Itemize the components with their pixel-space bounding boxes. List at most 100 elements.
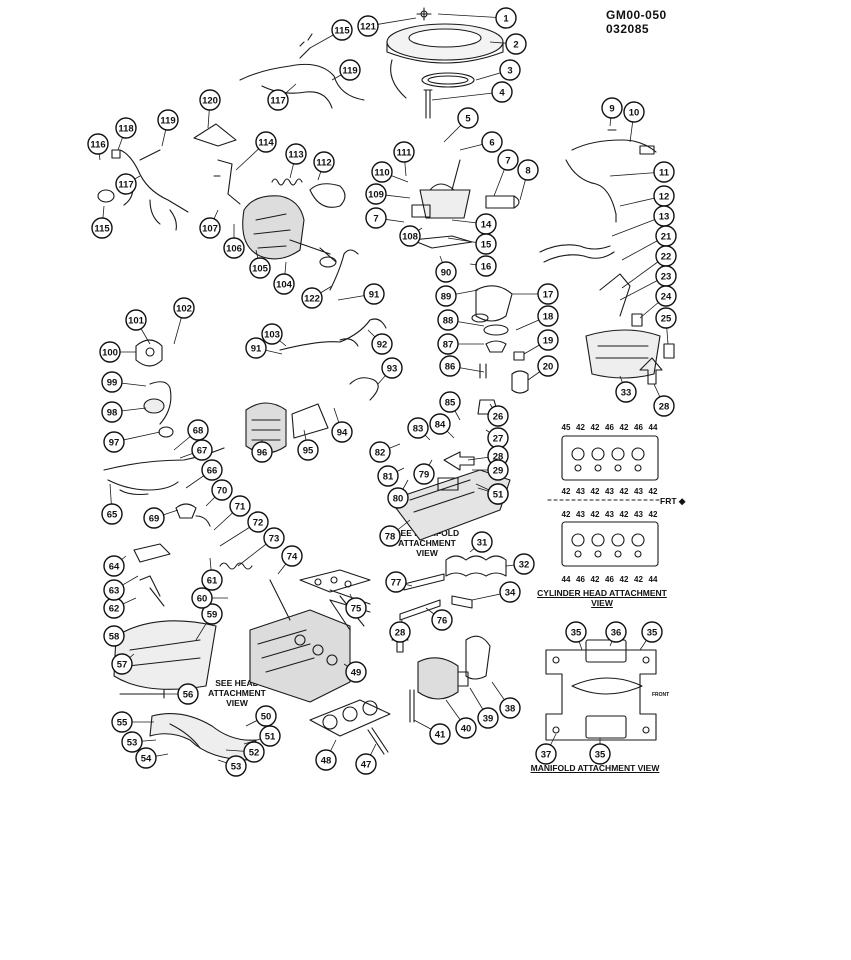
callout-circle [655, 307, 677, 329]
callout-circle [387, 487, 409, 509]
callout-number: 66 [207, 465, 218, 476]
callout-circle [487, 483, 509, 505]
callout-number: 110 [374, 167, 389, 178]
starter-motor [417, 657, 469, 700]
callout-83: 83 [407, 417, 429, 439]
callout-80: 80 [387, 487, 409, 509]
callout-51: 51 [487, 483, 509, 505]
pulley-98 [143, 398, 165, 414]
callout-circle [605, 621, 627, 643]
callout-circle [111, 653, 133, 675]
callout-number: 108 [402, 231, 418, 242]
callout-number: 114 [258, 137, 274, 148]
callout-number: 86 [445, 361, 456, 372]
callout-circle [505, 33, 527, 55]
callout-32: 32 [513, 553, 535, 575]
callout-75: 75 [345, 597, 367, 619]
callout-number: 24 [661, 291, 672, 302]
callout-number: 80 [393, 493, 404, 504]
callout-number: 11 [659, 167, 670, 178]
callout-number: 79 [419, 469, 430, 480]
callout-circle [111, 711, 133, 733]
leader-line [431, 91, 503, 101]
callout-81: 81 [377, 465, 399, 487]
bracket-77 [403, 573, 445, 591]
callout-circle [297, 439, 319, 461]
callout-9: 9 [601, 97, 623, 119]
callout-circle [121, 731, 143, 753]
callout-number: 70 [217, 485, 228, 496]
callout-108: 108 [399, 225, 421, 247]
callout-50: 50 [255, 705, 277, 727]
callout-31: 31 [471, 531, 493, 553]
bracket-114 [213, 159, 241, 205]
intake-gasket-set [299, 569, 371, 593]
head-bolt-number: 46 [605, 423, 614, 432]
callout-89: 89 [435, 285, 457, 307]
vacuum-harness-left [97, 149, 189, 231]
plate-76 [399, 599, 441, 621]
callout-circle [225, 755, 247, 777]
callout-74: 74 [281, 545, 303, 567]
callout-circle [487, 405, 509, 427]
callout-117: 117 [267, 89, 289, 111]
diagram-date-code: 032085 [606, 22, 650, 36]
callout-number: 28 [659, 401, 670, 412]
callout-119: 119 [157, 109, 179, 131]
callout-circle [267, 89, 289, 111]
head-bolt-number: 44 [649, 575, 658, 584]
callout-114: 114 [255, 131, 277, 153]
callout-35: 35 [565, 621, 587, 643]
head-bolt-number: 42 [591, 510, 600, 519]
callout-number: 36 [611, 627, 622, 638]
exhaust-manifold [149, 713, 257, 761]
callout-circle [315, 749, 337, 771]
callout-92: 92 [371, 333, 393, 355]
callout-circle [365, 207, 387, 229]
callout-number: 117 [270, 95, 285, 106]
callout-circle [615, 381, 637, 403]
callout-number: 84 [435, 419, 446, 430]
callout-circle [435, 261, 457, 283]
callout-58: 58 [103, 625, 125, 647]
callout-circle [263, 527, 285, 549]
callout-100: 100 [99, 341, 121, 363]
callout-number: 94 [337, 427, 348, 438]
callout-circle [363, 283, 385, 305]
callout-circle [475, 233, 497, 255]
manifold-view-title: MANIFOLD ATTACHMENT VIEW [530, 763, 660, 773]
callout-circle [345, 597, 367, 619]
callout-86: 86 [439, 355, 461, 377]
callout-number: 53 [127, 737, 138, 748]
head-bolt-number: 43 [605, 487, 614, 496]
head-bolt-number: 43 [576, 510, 585, 519]
callout-number: 111 [397, 147, 413, 158]
callout-circle [481, 131, 503, 153]
head-bolt-47 [367, 727, 389, 755]
callout-number: 1 [503, 13, 509, 24]
callout-104: 104 [273, 273, 295, 295]
callout-circle [201, 569, 223, 591]
callout-circle [413, 463, 435, 485]
callout-number: 64 [109, 561, 120, 572]
callout-88: 88 [437, 309, 459, 331]
head-bolt-number: 42 [591, 575, 600, 584]
callout-64: 64 [103, 555, 125, 577]
callout-circle [371, 161, 393, 183]
callout-circle [261, 323, 283, 345]
callout-circle [115, 117, 137, 139]
head-bolt-number: 42 [591, 423, 600, 432]
callout-circle [471, 531, 493, 553]
callout-number: 4 [499, 87, 505, 98]
callout-number: 25 [661, 313, 672, 324]
callout-number: 7 [373, 213, 378, 224]
callout-circle [393, 141, 415, 163]
thermostat-housing [471, 285, 513, 323]
callout-circle [497, 149, 519, 171]
starter-shield [465, 635, 491, 680]
callout-70: 70 [211, 479, 233, 501]
callout-36: 36 [605, 621, 627, 643]
callout-71: 71 [229, 495, 251, 517]
callout-number: 91 [251, 343, 262, 354]
callout-circle [103, 431, 125, 453]
